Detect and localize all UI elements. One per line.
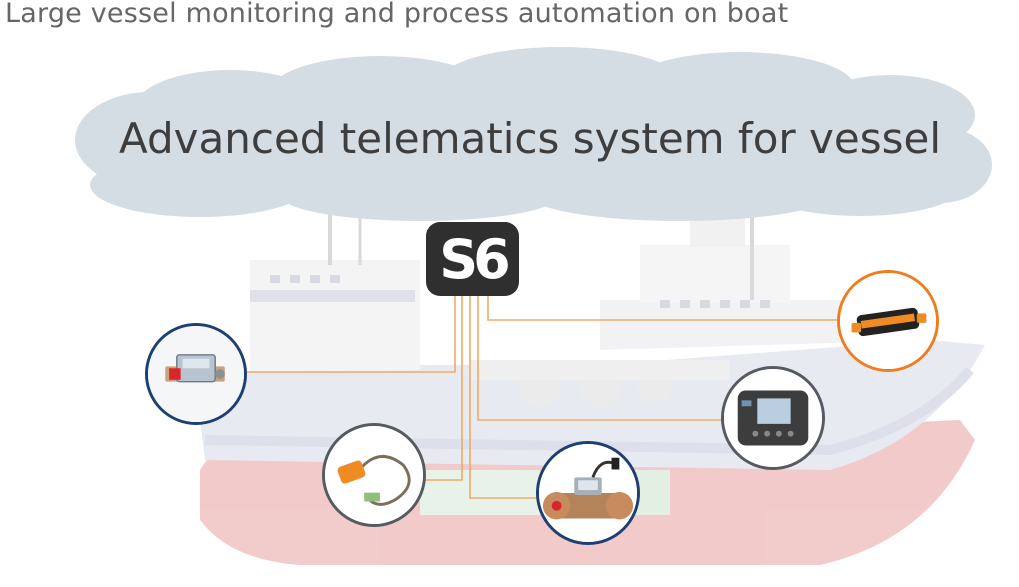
flow-meter-sensor [145, 323, 247, 425]
s6-logo: S6 [426, 222, 519, 296]
superstructure-aft [250, 260, 420, 372]
cable-sensor-icon [325, 426, 423, 524]
cloud-heading: Advanced telematics system for vessel [119, 114, 941, 163]
orange-cable-sensor [322, 423, 426, 527]
telematics-tracker [837, 270, 939, 372]
display-terminal-icon [724, 369, 822, 467]
connector-tracker [487, 296, 838, 321]
tracker-icon [840, 273, 936, 369]
page-title: Large vessel monitoring and process auto… [5, 0, 789, 29]
flowmeter-block-icon [148, 326, 244, 422]
connector-fuel-meter [469, 296, 540, 499]
fuel-flow-meter [536, 441, 640, 545]
connector-display [477, 296, 722, 421]
display-terminal [721, 366, 825, 470]
fuel-meter-icon [539, 444, 637, 542]
connector-cable-sensor [420, 296, 463, 481]
connector-flow-meter [245, 296, 456, 373]
connector-lines [245, 296, 838, 499]
